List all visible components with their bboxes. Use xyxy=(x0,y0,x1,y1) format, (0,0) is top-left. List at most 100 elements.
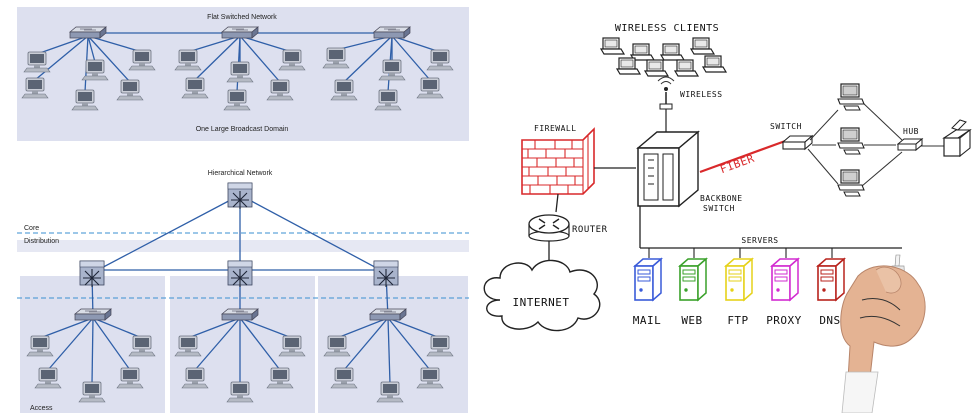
distribution-label: Distribution xyxy=(24,238,59,245)
flat-switch-icon xyxy=(373,26,411,39)
backbone-label-line1: BACKBONE xyxy=(700,194,743,203)
core-switch-icon xyxy=(227,182,253,210)
server-label: FTP xyxy=(727,314,748,327)
router-label: ROUTER xyxy=(572,225,608,235)
switch-icon xyxy=(781,134,814,151)
pc-icon xyxy=(266,367,294,389)
distribution-band xyxy=(17,240,469,252)
laptop-icon xyxy=(702,55,727,73)
flat-pc-link xyxy=(239,35,293,53)
core-distribution-link xyxy=(91,194,241,274)
flat-network-caption: One Large Broadcast Domain xyxy=(196,126,289,133)
backbone-switch-icon xyxy=(636,130,700,208)
flat-pc-link xyxy=(239,35,281,83)
access-pc-link xyxy=(239,317,281,371)
internet-cloud-icon xyxy=(483,259,601,332)
flat-switch-icon xyxy=(69,26,107,39)
pc-icon xyxy=(278,335,306,357)
server-icon xyxy=(678,257,708,302)
access-pc-link xyxy=(387,317,441,339)
access-pc-link xyxy=(187,317,241,339)
pc-icon xyxy=(116,79,144,101)
pc-icon xyxy=(323,335,351,357)
laptop-icon xyxy=(690,37,715,55)
pc-icon xyxy=(26,335,54,357)
pc-icon xyxy=(181,77,209,99)
switch-desktop-links xyxy=(807,101,944,187)
pc-icon xyxy=(223,89,251,111)
pc-icon xyxy=(416,367,444,389)
flat-pc-link xyxy=(187,35,241,53)
pc-icon xyxy=(128,49,156,71)
pc-icon xyxy=(81,59,109,81)
switch-label: SWITCH xyxy=(770,122,802,131)
access-switch-icon xyxy=(221,308,259,321)
server-icon xyxy=(724,257,754,302)
pc-icon xyxy=(374,89,402,111)
access-label: Access xyxy=(30,405,53,412)
server-label: MAIL xyxy=(633,314,662,327)
flat-network-panel: Flat Switched Network One Large Broadcas… xyxy=(17,7,469,141)
core-distribution-link xyxy=(239,194,387,274)
distribution-switch-icon xyxy=(79,260,105,288)
backbone-label-line2: SWITCH xyxy=(703,204,735,213)
wireless-clients-group xyxy=(600,37,727,77)
pc-icon xyxy=(322,47,350,69)
access-pc-link xyxy=(91,317,94,385)
distribution-switch-icon xyxy=(227,260,253,288)
server-icon xyxy=(770,257,800,302)
internet-label: INTERNET xyxy=(513,296,570,309)
wireless-label: WIRELESS xyxy=(680,90,723,99)
pc-icon xyxy=(174,335,202,357)
access-pc-link xyxy=(239,317,293,339)
pc-icon xyxy=(174,49,202,71)
hierarchical-network-title: Hierarchical Network xyxy=(208,170,273,177)
flat-pc-link xyxy=(391,35,431,81)
pc-icon xyxy=(416,77,444,99)
pc-icon xyxy=(21,77,49,99)
fiber-link xyxy=(699,138,789,174)
pc-icon xyxy=(181,367,209,389)
pc-icon xyxy=(426,335,454,357)
access-pc-link xyxy=(387,317,431,371)
flat-pc-link xyxy=(87,35,131,83)
pc-icon xyxy=(128,335,156,357)
pc-icon xyxy=(278,49,306,71)
pc-icon xyxy=(330,79,358,101)
flat-pc-link xyxy=(36,35,89,55)
pc-icon xyxy=(226,381,254,403)
access-pc-link xyxy=(92,317,143,339)
laptop-icon xyxy=(644,59,669,77)
pc-icon xyxy=(266,79,294,101)
flat-network-title: Flat Switched Network xyxy=(207,14,277,21)
laptop-icon xyxy=(660,43,685,61)
flat-pc-link xyxy=(194,35,241,81)
wireless-clients-label: WIRELESS CLIENTS xyxy=(615,23,719,34)
pc-icon xyxy=(378,59,406,81)
wireless-antenna-icon xyxy=(657,76,675,110)
firewall-label: FIREWALL xyxy=(534,124,577,133)
core-label: Core xyxy=(24,225,39,232)
flat-pc-link xyxy=(87,35,143,53)
pc-icon xyxy=(34,367,62,389)
firewall-router-link xyxy=(555,193,559,213)
server-icon xyxy=(816,257,846,302)
pc-icon xyxy=(426,49,454,71)
fiber-label: FIBER xyxy=(718,152,756,176)
access-pc-link xyxy=(387,317,391,385)
desktop-icon xyxy=(837,83,865,111)
desktop-icon xyxy=(837,127,865,155)
server-icon xyxy=(633,257,663,302)
access-switch-icon xyxy=(74,308,112,321)
access-pc-link xyxy=(343,317,389,371)
flat-pc-link xyxy=(87,35,96,63)
printer-icon xyxy=(942,119,972,158)
distribution-switch-icon xyxy=(373,260,399,288)
flat-pc-link xyxy=(391,35,441,53)
hub-label: HUB xyxy=(903,127,919,136)
sketch-network-panel: WIRELESS CLIENTS WIRELESS FIREWALL xyxy=(483,23,972,413)
flat-pc-link xyxy=(34,35,89,81)
pc-icon xyxy=(23,51,51,73)
pc-icon xyxy=(330,367,358,389)
